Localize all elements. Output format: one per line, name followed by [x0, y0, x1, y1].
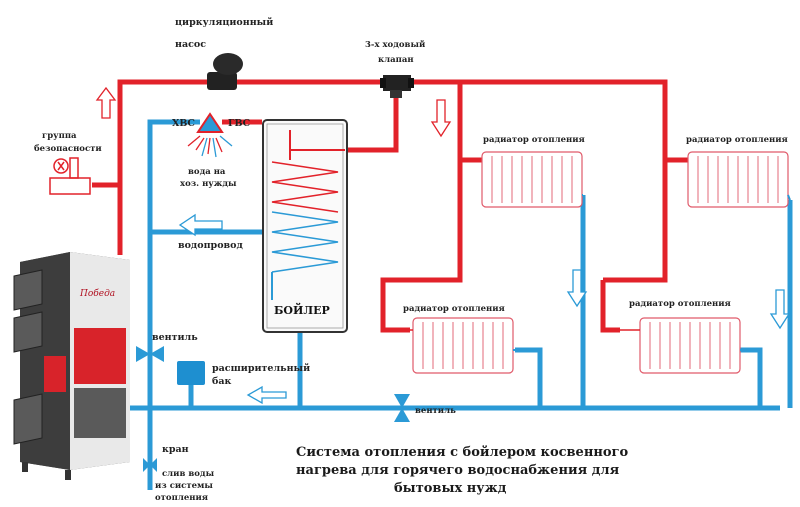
radiator-returns [513, 194, 791, 351]
household-label-2: хоз. нужды [180, 179, 237, 189]
radiator-label-4: радиатор отопления [629, 299, 731, 309]
drain-label-2: из системы [155, 481, 213, 491]
caption-line-3: бытовых нужд [394, 481, 507, 496]
safety-label-1: группа [42, 131, 77, 141]
valve3-label-1: 3-х ходовый [365, 39, 426, 50]
expansion-label-2: бак [212, 376, 231, 387]
drain-label-3: отопления [155, 493, 208, 503]
hot-water-label: ГВС [228, 118, 251, 129]
caption-line-1: Система отопления с бойлером косвенного [296, 445, 628, 460]
flow-arrows [95, 86, 452, 138]
hot-water-tap [187, 112, 233, 158]
three-way-valve [380, 75, 414, 98]
expansion-label-1: расширительный [212, 363, 310, 374]
radiator-top-left [481, 151, 583, 208]
drain-tap [143, 458, 157, 472]
valve-bottom-label: вентиль [415, 406, 456, 416]
safety-label-2: безопасности [34, 143, 102, 154]
cold-flow-arrows [178, 213, 791, 405]
radiator-label-2: радиатор отопления [686, 135, 788, 145]
cold-water-label: ХВС [172, 118, 195, 129]
pump-label-2: насос [175, 39, 206, 50]
valve-left-label: вентиль [152, 332, 198, 343]
household-label-1: вода на [188, 167, 226, 177]
radiator-top-right [687, 151, 789, 208]
solid-fuel-boiler [13, 252, 130, 480]
water-supply-label: водопровод [178, 240, 243, 251]
drain-label-1: слив воды [162, 469, 215, 479]
caption-line-2: нагрева для горячего водоснабжения для [296, 463, 620, 478]
pump-label-1: циркуляционный [175, 17, 273, 28]
valve3-label-2: клапан [378, 55, 414, 65]
radiator-label-1: радиатор отопления [483, 135, 585, 145]
tap-label: кран [162, 444, 189, 455]
radiator-label-3: радиатор отопления [403, 304, 505, 314]
radiator-bottom-left [412, 317, 514, 374]
radiator-bottom-right [639, 317, 741, 374]
expansion-tank [177, 361, 205, 385]
hot-pipes [92, 79, 688, 333]
safety-group [49, 157, 91, 195]
cold-pipes [110, 119, 793, 490]
valve-left [136, 346, 164, 362]
valve-bottom [394, 394, 410, 422]
boiler-logo: Победа [79, 288, 115, 299]
boiler-label: БОЙЛЕР [274, 302, 330, 317]
circulation-pump [207, 53, 243, 90]
boiler-tank [262, 119, 348, 333]
